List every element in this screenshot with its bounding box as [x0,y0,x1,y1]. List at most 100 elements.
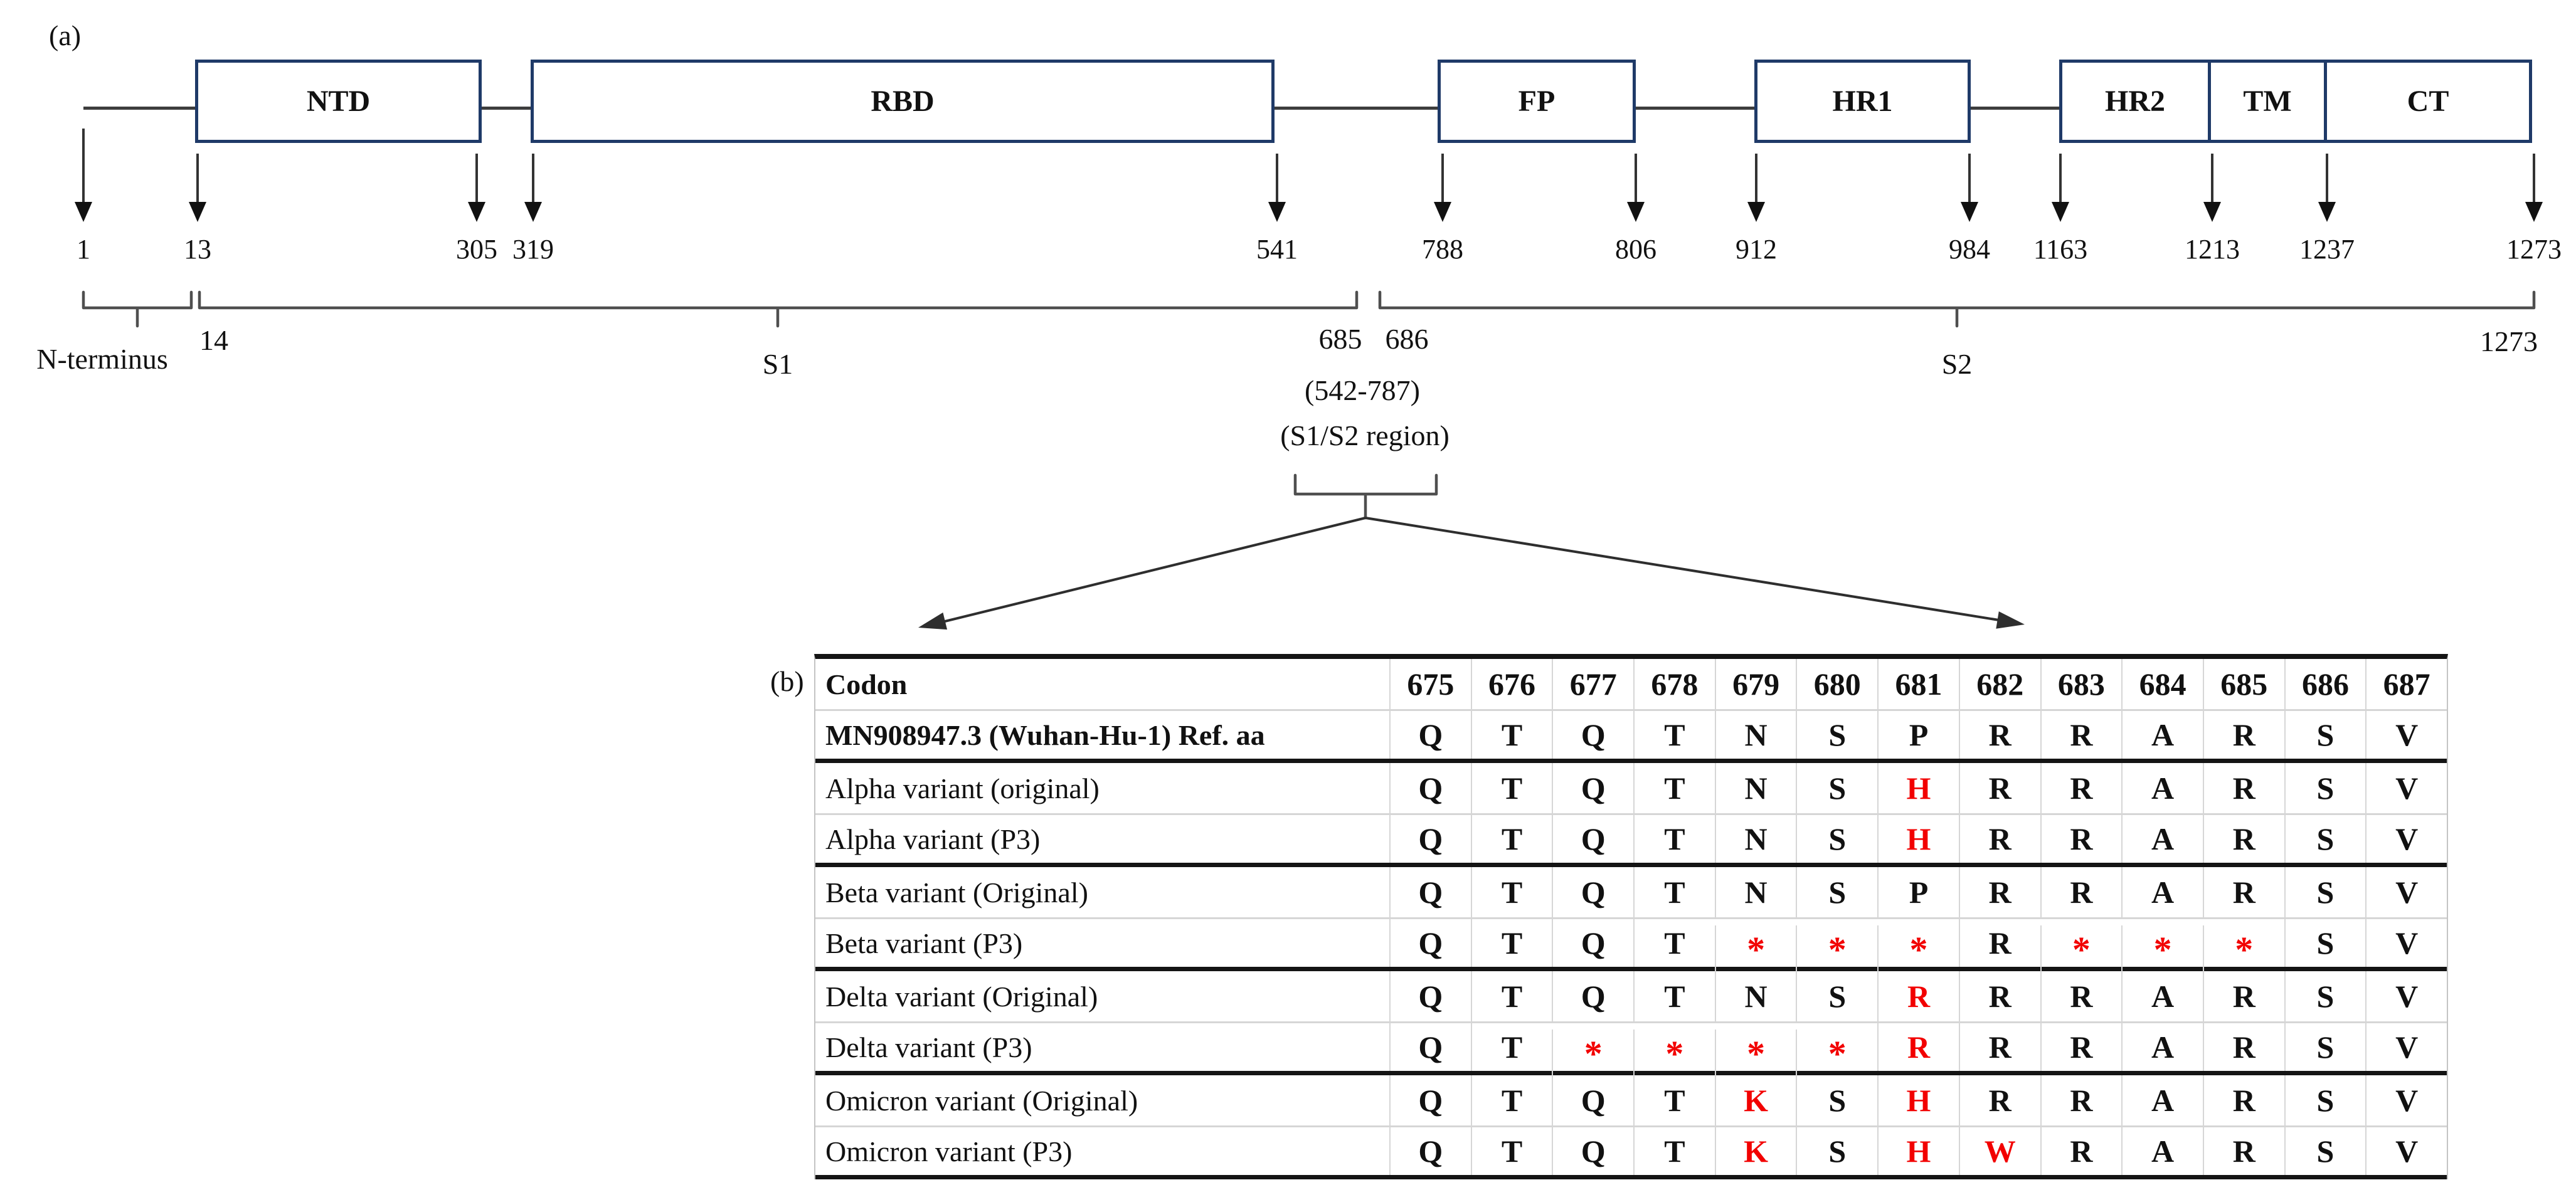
aa-cell: V [2365,1075,2447,1125]
aa-cell: T [1470,711,1552,759]
aa-cell: * [1796,925,1877,973]
aa-cell: * [2040,925,2122,973]
arrow-line [1635,154,1637,203]
aa-cell: N [1714,711,1796,759]
aa-cell: P [1877,711,1959,759]
aa-cell: T [1633,711,1715,759]
domain-box-fp: FP [1438,60,1636,143]
aa-cell: H [1877,763,1959,813]
aa-cell: Q [1552,971,1633,1021]
aa-cell: N [1714,971,1796,1021]
aa-cell: T [1633,1075,1715,1125]
codon-header-first-cell: Codon [825,668,908,700]
arrow-down-icon [189,202,206,222]
aa-cell: S [1796,763,1877,813]
aa-cell: Q [1552,763,1633,813]
pointer-line-right [1365,517,2019,624]
codon-header-cell: 678 [1633,659,1715,709]
codon-header-cell: 675 [1389,659,1471,709]
domain-box-hr1: HR1 [1754,60,1971,143]
aa-cell: H [1877,815,1959,863]
aa-cell: R [1958,711,2040,759]
aa-cell: A [2121,1023,2203,1071]
variant-label: Beta variant (P3) [825,927,1023,959]
aa-cell: T [1470,1023,1552,1071]
aa-cell: H [1877,1075,1959,1125]
aa-cell: A [2121,815,2203,863]
aa-cell: S [1796,1127,1877,1175]
aa-cell: * [2202,925,2284,973]
aa-cell: * [2121,925,2203,973]
codon-header-cell: 687 [2365,659,2447,709]
arrow-down-icon [1961,202,1978,222]
panel-a-tag: (a) [49,19,82,51]
domain-label-tm: TM [2243,85,2292,118]
pointer-arrowhead-right [1996,611,2025,629]
aa-cell: K [1714,1075,1796,1125]
aa-cell: S [2284,1127,2366,1175]
s2-label: S2 [1941,348,1973,380]
aa-cell: T [1470,919,1552,967]
codon-header-cell: 684 [2121,659,2203,709]
aa-cell: A [2121,763,2203,813]
aa-cell: K [1714,1127,1796,1175]
aa-cell: R [1877,971,1959,1021]
aa-cell: T [1633,919,1715,967]
arrow-down-icon [524,202,542,222]
aa-cell: Q [1552,815,1633,863]
variant-label: Omicron variant (P3) [825,1135,1073,1167]
aa-cell: * [1714,1030,1796,1077]
arrow-line [1441,154,1444,203]
aa-cell: N [1714,763,1796,813]
aa-cell: V [2365,763,2447,813]
codon-header-cell: 682 [1958,659,2040,709]
residue-number: 1213 [2185,234,2240,265]
s1-bracket [198,290,1359,328]
aa-cell: R [1958,815,2040,863]
arrow-line [475,154,478,203]
aa-cell: R [1958,1075,2040,1125]
aa-cell: N [1714,815,1796,863]
aa-cell: R [2202,1127,2284,1175]
codon-header-cell: 683 [2040,659,2122,709]
residue-number: 984 [1949,234,1990,265]
aa-cell: R [2202,711,2284,759]
aa-cell: R [2202,1075,2284,1125]
aa-cell: * [1877,925,1959,973]
residue-number: 13 [184,234,211,265]
aa-cell: R [2040,711,2122,759]
codon-header-cell: 680 [1796,659,1877,709]
panel-b-tag: (b) [770,665,804,697]
aa-cell: S [2284,919,2366,967]
codon-header-cell: 681 [1877,659,1959,709]
aa-cell: P [1877,867,1959,917]
variant-label: Delta variant (P3) [825,1031,1032,1063]
variant-label: Alpha variant (P3) [825,823,1041,855]
arrow-down-icon [468,202,485,222]
aa-cell: S [1796,867,1877,917]
aa-cell: S [2284,971,2366,1021]
residue-number: 305 [456,234,497,265]
aa-cell: Q [1389,1127,1471,1175]
pointer-line-left [926,517,1366,627]
aa-cell: A [2121,1127,2203,1175]
aa-cell: R [2040,815,2122,863]
aa-cell: * [1796,1030,1877,1077]
aa-cell: R [2202,815,2284,863]
domain-box-hr2: HR2 [2059,60,2211,143]
aa-cell: Q [1552,1127,1633,1175]
aa-cell: A [2121,1075,2203,1125]
aa-cell: Q [1389,867,1471,917]
aa-cell: * [1633,1030,1715,1077]
arrow-line [2326,154,2328,203]
arrow-down-icon [2052,202,2069,222]
variant-label: Delta variant (Original) [825,980,1098,1013]
residue-number: 1273 [2506,234,2562,265]
